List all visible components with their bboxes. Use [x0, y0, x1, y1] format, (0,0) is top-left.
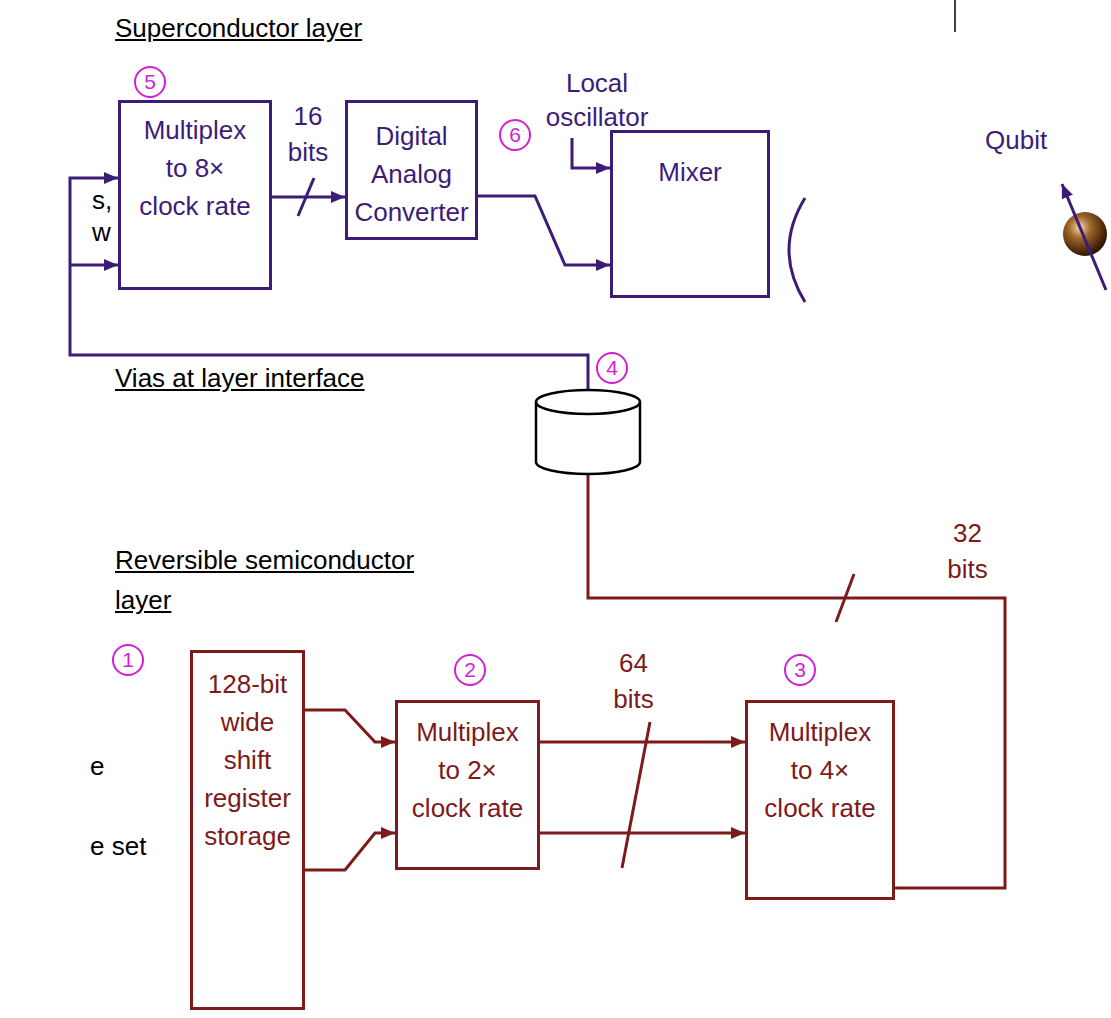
via-cylinder-top — [536, 390, 640, 414]
fragment-text: s, — [92, 182, 112, 218]
process-box: Multiplex to 4× clock rate — [745, 700, 895, 900]
bus-slash — [298, 178, 314, 216]
connector — [540, 741, 745, 744]
callout-number: 3 — [784, 654, 816, 686]
connector — [272, 196, 345, 199]
callout-number: 1 — [112, 644, 144, 676]
box-text: Multiplex to 8× clock rate — [136, 111, 254, 225]
qubit-label: Qubit — [985, 122, 1047, 158]
bus-width: 16 bits — [283, 98, 333, 170]
box-text: 128-bit wide shift register storage — [198, 665, 298, 855]
callout-number: 5 — [134, 66, 166, 98]
bus-width: 32 bits — [940, 515, 995, 587]
process-box: 128-bit wide shift register storage — [190, 650, 305, 1010]
box-text: Multiplex to 4× clock rate — [761, 713, 879, 827]
branch-wire — [70, 264, 118, 267]
callout-number: 6 — [499, 119, 531, 151]
connector — [478, 196, 610, 265]
fragment-text: e — [90, 748, 104, 784]
bus-slash — [836, 574, 854, 622]
fragment-text: e set — [90, 828, 146, 864]
qubit-sphere — [1063, 212, 1107, 256]
box-text: Digital Analog Converter — [350, 117, 474, 231]
slide-edge-line — [954, 0, 956, 32]
box-text: Multiplex to 2× clock rate — [409, 713, 527, 827]
resonator-bracket — [789, 198, 805, 302]
process-box: Multiplex to 8× clock rate — [118, 100, 272, 290]
bus-width: 64 bits — [606, 645, 661, 717]
qubit-state-arrow — [1062, 184, 1106, 290]
connector — [305, 833, 395, 870]
layer-label: Reversible semiconductor layer — [115, 540, 435, 620]
bus-slash — [622, 722, 650, 868]
process-box: Mixer — [610, 130, 770, 298]
signal-name: Local oscillator — [532, 66, 662, 134]
layer-label: Vias at layer interface — [115, 360, 365, 396]
oscillator-wire — [572, 138, 610, 168]
callout-number: 4 — [596, 352, 628, 384]
connector — [540, 832, 745, 835]
connector — [305, 710, 395, 742]
fragment-text: w — [92, 214, 111, 250]
layer-label: Superconductor layer — [115, 10, 362, 46]
callout-number: 2 — [454, 654, 486, 686]
process-box: Multiplex to 2× clock rate — [395, 700, 540, 870]
process-box: Digital Analog Converter — [345, 100, 478, 240]
box-text: Mixer — [620, 153, 760, 191]
